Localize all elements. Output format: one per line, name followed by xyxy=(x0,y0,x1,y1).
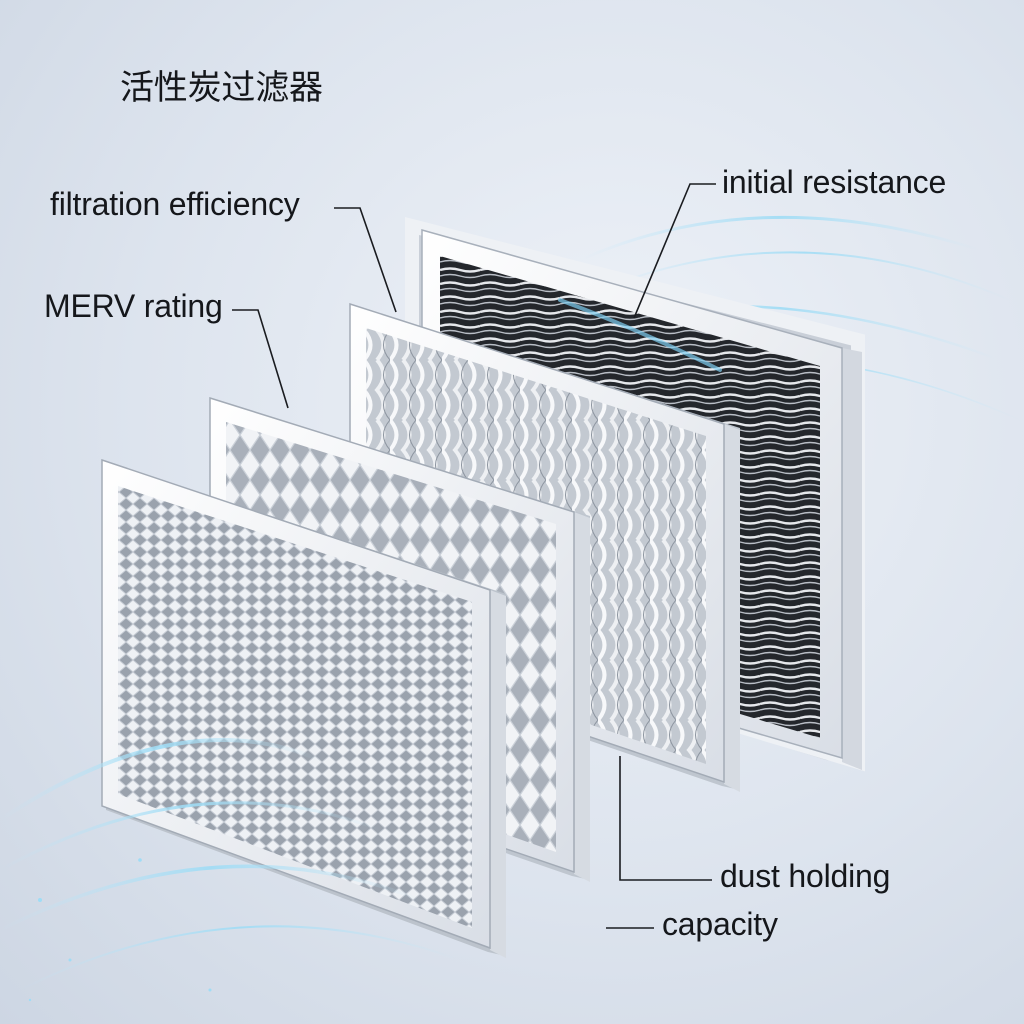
leader-merv-rating xyxy=(232,310,288,408)
label-filtration-efficiency: filtration efficiency xyxy=(50,186,300,223)
airflow-particles xyxy=(29,858,212,1001)
label-merv-rating: MERV rating xyxy=(44,288,223,325)
leader-filtration-efficiency xyxy=(334,208,396,312)
label-dust-holding: dust holding xyxy=(720,858,890,895)
page-title: 活性炭过滤器 xyxy=(120,60,323,109)
label-initial-resistance: initial resistance xyxy=(722,164,946,201)
label-capacity: capacity xyxy=(662,906,778,943)
